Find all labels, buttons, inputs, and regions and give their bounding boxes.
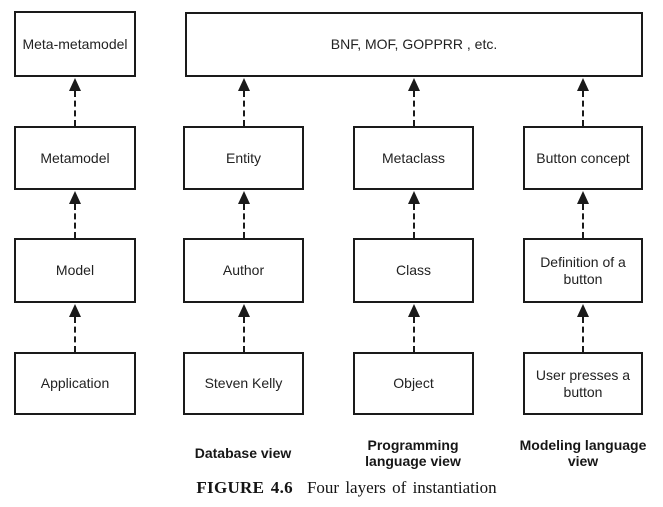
arrow-head-icon bbox=[69, 78, 81, 91]
arrow-head-icon bbox=[238, 78, 250, 91]
figure-caption: FIGURE 4.6 Four layers of instantiation bbox=[30, 478, 663, 498]
box-metamodel: Metamodel bbox=[14, 126, 136, 190]
arrow-dashed-stem bbox=[243, 317, 245, 352]
arrow-dashed-stem bbox=[243, 204, 245, 238]
arrow-dashed-stem bbox=[582, 204, 584, 238]
arrow-dashed-stem bbox=[413, 317, 415, 352]
box-definition-of-a-button: Definition of a button bbox=[523, 238, 643, 303]
box-metaclass: Metaclass bbox=[353, 126, 474, 190]
box-bnf-mof-gopprr: BNF, MOF, GOPPRR , etc. bbox=[185, 12, 643, 77]
arrow-dashed-stem bbox=[582, 317, 584, 352]
figure-caption-text: Four layers of instantiation bbox=[306, 478, 497, 497]
arrow-head-icon bbox=[408, 78, 420, 91]
box-class: Class bbox=[353, 238, 474, 303]
arrow-dashed-stem bbox=[243, 91, 245, 126]
figure-caption-number: FIGURE 4.6 bbox=[196, 478, 293, 497]
arrow-dashed-stem bbox=[582, 91, 584, 126]
box-object: Object bbox=[353, 352, 474, 415]
arrow-head-icon bbox=[408, 191, 420, 204]
label-modeling-language-view: Modeling language view bbox=[519, 437, 647, 469]
up-arrow-author-to-entity bbox=[237, 191, 251, 238]
label-database-view: Database view bbox=[194, 445, 292, 461]
arrow-head-icon bbox=[238, 191, 250, 204]
box-button-concept: Button concept bbox=[523, 126, 643, 190]
box-entity: Entity bbox=[183, 126, 304, 190]
label-programming-language-view: Programming language view bbox=[365, 437, 461, 469]
arrow-head-icon bbox=[69, 304, 81, 317]
box-author: Author bbox=[183, 238, 304, 303]
box-application: Application bbox=[14, 352, 136, 415]
up-arrow-metaclass-to-topbox bbox=[407, 78, 421, 126]
up-arrow-object-to-class bbox=[407, 304, 421, 352]
up-arrow-userpresses-to-definition bbox=[576, 304, 590, 352]
arrow-head-icon bbox=[577, 78, 589, 91]
arrow-head-icon bbox=[577, 304, 589, 317]
box-steven-kelly: Steven Kelly bbox=[183, 352, 304, 415]
up-arrow-entity-to-topbox bbox=[237, 78, 251, 126]
arrow-dashed-stem bbox=[413, 91, 415, 126]
up-arrow-application-to-model bbox=[68, 304, 82, 352]
up-arrow-model-to-metamodel bbox=[68, 191, 82, 238]
box-meta-metamodel: Meta-metamodel bbox=[14, 11, 136, 77]
arrow-dashed-stem bbox=[74, 91, 76, 126]
arrow-head-icon bbox=[238, 304, 250, 317]
arrow-head-icon bbox=[577, 191, 589, 204]
up-arrow-definition-to-buttonconcept bbox=[576, 191, 590, 238]
arrow-dashed-stem bbox=[74, 204, 76, 238]
up-arrow-stevenkelly-to-author bbox=[237, 304, 251, 352]
arrow-head-icon bbox=[69, 191, 81, 204]
up-arrow-buttonconcept-to-topbox bbox=[576, 78, 590, 126]
arrow-dashed-stem bbox=[413, 204, 415, 238]
arrow-head-icon bbox=[408, 304, 420, 317]
box-user-presses-a-button: User presses a button bbox=[523, 352, 643, 415]
up-arrow-class-to-metaclass bbox=[407, 191, 421, 238]
up-arrow-metamodel-to-metametamodel bbox=[68, 78, 82, 126]
arrow-dashed-stem bbox=[74, 317, 76, 352]
box-model: Model bbox=[14, 238, 136, 303]
